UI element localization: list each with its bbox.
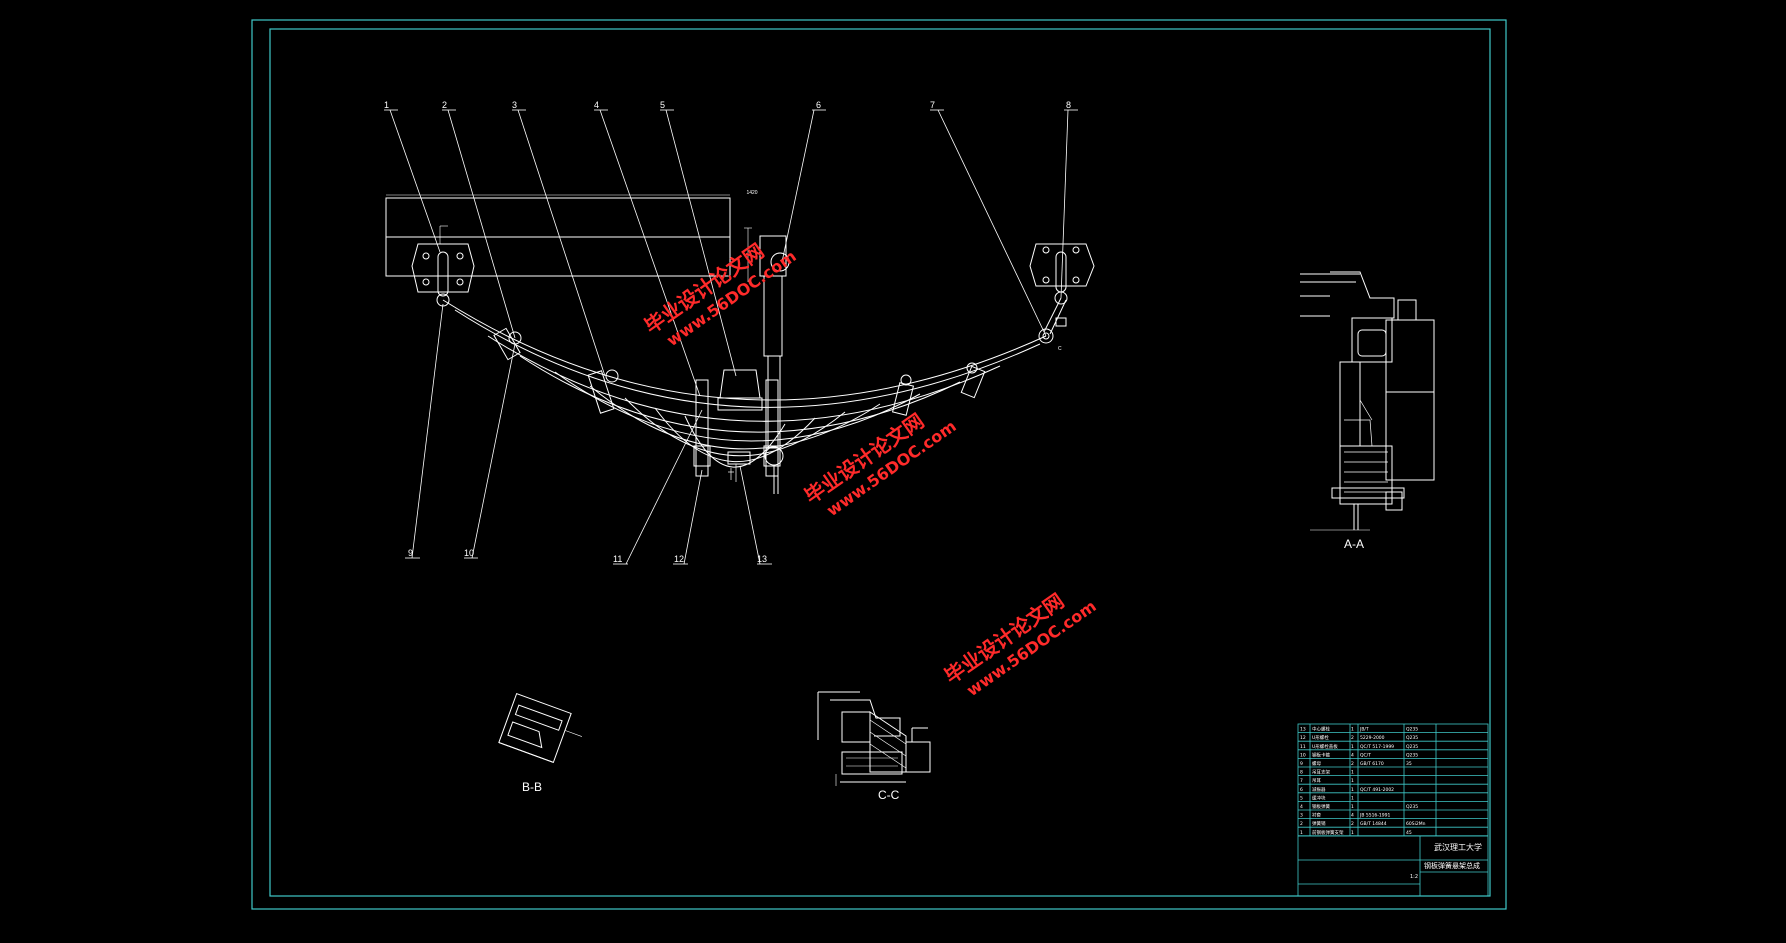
balloon-9: 9: [408, 548, 413, 558]
bom-cell-name: U形螺栓盖板: [1312, 743, 1338, 750]
bom-cell-mat: Q235: [1406, 744, 1418, 750]
bom-cell-std: JB 5516-1991: [1359, 813, 1391, 819]
bom-cell-name: 钢板弹簧: [1312, 803, 1330, 810]
bom-cell-name: 螺母: [1312, 760, 1321, 767]
bom-cell-no: 10: [1300, 752, 1306, 758]
bom-cell-std: 5229-2000: [1360, 735, 1385, 741]
bom-cell-qty: 1: [1351, 778, 1354, 784]
spring-clips: [493, 327, 986, 416]
section-bb-label: B-B: [522, 780, 542, 794]
title-block: [1297, 723, 1489, 897]
front-bracket: [411, 225, 475, 307]
bom-cell-no: 11: [1300, 744, 1306, 750]
balloon-6: 6: [816, 100, 821, 110]
bom-cell-no: 2: [1300, 821, 1303, 827]
bom-cell-no: 13: [1300, 727, 1306, 733]
bom-cell-qty: 1: [1351, 795, 1354, 801]
bom-cell-no: 7: [1300, 778, 1303, 784]
title-block-title: 钢板弹簧悬架总成: [1424, 861, 1480, 870]
balloon-13: 13: [757, 554, 767, 564]
bom-cell-no: 12: [1300, 735, 1306, 741]
bom-cell-name: 弹簧销: [1312, 820, 1326, 827]
bom-cell-mat: 60Si2Mn: [1406, 821, 1426, 827]
balloon-3: 3: [512, 100, 517, 110]
balloon-1: 1: [384, 100, 389, 110]
bom-cell-qty: 1: [1351, 770, 1354, 776]
bom-cell-qty: 2: [1351, 761, 1354, 767]
shock-absorber: [744, 227, 790, 494]
bom-cell-std: QC/T 491-2002: [1360, 787, 1394, 793]
bom-cell-qty: 1: [1351, 830, 1354, 836]
bom-cell-std: QC/T 517-1999: [1360, 744, 1394, 750]
watermark-3: 毕业设计论文网 www.56DOC.com: [940, 589, 1100, 700]
sheet-outer-border: [251, 19, 1507, 910]
balloon-numbers: 1 2 3 4 5 6 7 8 9 10 11 12 13: [384, 100, 1071, 564]
bom-cell-std: GB/T 6170: [1360, 761, 1384, 767]
bom-cell-no: 9: [1300, 761, 1303, 767]
bom-cell-name: 前钢板弹簧支架: [1312, 829, 1344, 836]
section-aa-view: [1300, 271, 1435, 531]
bom-cell-mat: Q235: [1406, 752, 1418, 758]
bom-cell-qty: 2: [1351, 735, 1354, 741]
title-block-scale: 1:2: [1410, 874, 1418, 880]
bom-cell-no: 6: [1300, 787, 1303, 793]
bom-cell-name: 减振器: [1312, 786, 1326, 793]
bom-cell-qty: 1: [1351, 744, 1354, 750]
balloon-5: 5: [660, 100, 665, 110]
title-block-school: 武汉理工大学: [1434, 842, 1482, 852]
bom-cell-qty: 4: [1351, 752, 1354, 758]
bom-cell-std: GB/T 14844: [1360, 821, 1387, 827]
leaf-spring-stack: [442, 299, 1047, 468]
balloon-4: 4: [594, 100, 599, 110]
section-mark-c: C: [1058, 346, 1062, 352]
bom-cell-name: U形螺栓: [1312, 734, 1329, 741]
balloon-2: 2: [442, 100, 447, 110]
bom-cell-no: 3: [1300, 813, 1303, 819]
bom-cell-qty: 1: [1351, 787, 1354, 793]
bom-cell-no: 5: [1300, 795, 1303, 801]
section-aa-label: A-A: [1344, 537, 1364, 551]
balloon-10: 10: [464, 548, 474, 558]
u-bolts-center: [693, 369, 781, 482]
chassis-frame: 1420: [385, 190, 758, 277]
bom-cell-qty: 4: [1351, 813, 1354, 819]
bom-cell-name: 吊耳: [1312, 778, 1321, 784]
bom-cell-mat: 35: [1406, 761, 1412, 767]
sheet-inner-border: [269, 28, 1491, 897]
bom-cell-no: 4: [1300, 804, 1303, 810]
bom-cell-mat: Q235: [1406, 727, 1418, 733]
bom-cell-name: 衬套: [1312, 812, 1321, 819]
balloon-11: 11: [613, 554, 622, 564]
bom-cell-no: 8: [1300, 770, 1303, 776]
bom-cell-std: JB/T: [1359, 727, 1369, 733]
bom-cell-qty: 1: [1351, 727, 1354, 733]
bom-cell-qty: 1: [1351, 804, 1354, 810]
bom-cell-no: 1: [1300, 830, 1303, 836]
section-cc-label: C-C: [878, 788, 900, 802]
section-bb-view: [498, 693, 583, 763]
section-cc-view: [817, 691, 931, 786]
bom-cell-qty: 2: [1351, 821, 1354, 827]
bom-cell-mat: Q235: [1406, 735, 1418, 741]
watermark-1: 毕业设计论文网 www.56DOC.com: [640, 239, 800, 350]
balloon-8: 8: [1066, 100, 1071, 110]
balloon-7: 7: [930, 100, 935, 110]
bom-cell-mat: 45: [1406, 830, 1412, 836]
bom-cell-name: 中心螺栓: [1312, 726, 1330, 733]
bom-cell-std: QC/T: [1360, 752, 1371, 758]
watermark-2: 毕业设计论文网 www.56DOC.com: [800, 409, 960, 520]
bom-cell-mat: Q235: [1406, 804, 1418, 810]
top-dimension: 1420: [746, 190, 757, 196]
balloon-12: 12: [674, 554, 684, 564]
bom-cell-name: 吊耳支架: [1312, 769, 1330, 776]
bom-cell-name: 缓冲块: [1312, 794, 1326, 801]
leader-lines: [384, 109, 1078, 565]
bom-cell-name: 钢板卡箍: [1312, 751, 1330, 758]
rear-bracket: [1029, 243, 1095, 344]
